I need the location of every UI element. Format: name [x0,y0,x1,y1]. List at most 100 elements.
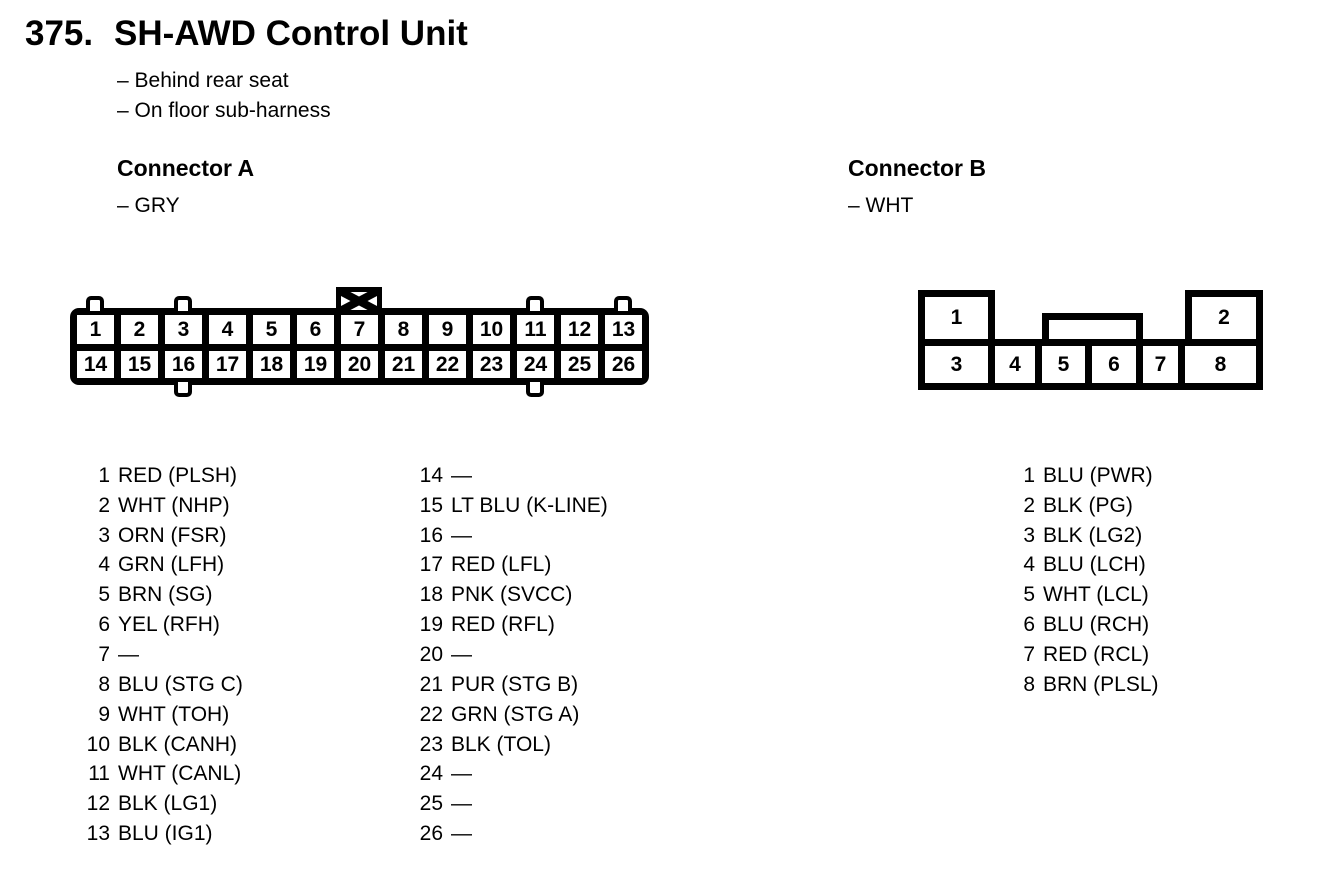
pin-label: WHT (NHP) [118,493,230,517]
pin-number: 23 [419,732,443,756]
mounting-tab-icon [526,382,544,397]
connector-a-pin-grid: 1 2 3 4 5 6 7 8 9 10 11 12 13 14 15 16 1… [77,315,642,378]
mounting-tab-icon [526,296,544,311]
pin-label: — [451,523,472,547]
pin-cell: 18 [253,351,290,378]
pin-number: 6 [98,613,110,637]
pin-cell: 3 [925,346,988,383]
pin-label: RED (LFL) [451,553,552,577]
pin-cell: 8 [1185,346,1256,383]
pin-cell: 10 [473,315,510,344]
pin-row: 17 RED (LFL) [405,551,608,581]
pin-number: 7 [1023,642,1035,666]
pin-row: 9 WHT (TOH) [75,700,243,730]
pin-cell: 11 [517,315,554,344]
pin-label: RED (RFL) [451,613,555,637]
pin-row: 24— [405,759,608,789]
pin-label: BLK (LG1) [118,792,218,816]
pin-number: 25 [419,792,443,816]
pin-label: — [451,463,472,487]
pin-row: 3 ORN (FSR) [75,521,243,551]
pin-label: ORN (FSR) [118,523,227,547]
section-number: 375. [25,14,94,53]
pin-cell: 8 [385,315,422,344]
pin-number: 10 [86,732,110,756]
pin-number: 8 [98,672,110,696]
pin-label: BLK (TOL) [451,732,551,756]
connector-b-color-note: – WHT [848,194,914,217]
pin-label: WHT (CANL) [118,762,242,786]
pin-label: RED (PLSH) [118,463,238,487]
pin-label: WHT (TOH) [118,702,230,726]
pin-number: 3 [1023,523,1035,547]
pin-row: 25 — [405,789,608,819]
pin-number: 22 [419,702,443,726]
pin-cell: 1 [918,290,995,346]
pin-label: WHT (LCL) [1043,583,1149,607]
pin-cell: 13 [605,315,642,344]
pin-label: GRN (STG A) [451,702,580,726]
pin-label: BLK (LG2) [1043,523,1143,547]
mounting-tab-icon [86,296,104,311]
pin-number: 18 [419,583,443,607]
pin-row: 20— [405,640,608,670]
pin-number: 5 [1023,583,1035,607]
pin-label: PUR (STG B) [451,672,579,696]
pin-row: 26— [405,819,608,849]
pin-label: BLK (PG) [1043,493,1133,517]
pin-number: 21 [419,672,443,696]
pin-label: — [118,642,139,666]
pin-cell: 16 [165,351,202,378]
pin-cell: 14 [77,351,114,378]
pin-number: 17 [419,553,443,577]
pin-cell: 7 [1143,346,1178,383]
pin-row: 21 PUR (STG B) [405,670,608,700]
pin-cell: 3 [165,315,202,344]
pin-row: 7— [75,640,243,670]
pin-cell: 17 [209,351,246,378]
pin-number: 19 [419,613,443,637]
location-note: – Behind rear seat [117,69,289,92]
pin-row: 3 BLK (LG2) [1000,521,1159,551]
pin-row: 2 BLK (PG) [1000,491,1159,521]
pin-row: 19 RED (RFL) [405,610,608,640]
pin-label: LT BLU (K-LINE) [451,493,608,517]
pin-number: 9 [98,702,110,726]
pin-label: BLU (PWR) [1043,463,1153,487]
pin-number: 2 [1023,493,1035,517]
connector-b-heading: Connector B [848,155,986,181]
connector-b-bottom-row: 3 4 5 6 7 8 [918,339,1263,390]
pin-cell: 22 [429,351,466,378]
pin-label: — [451,792,472,816]
connector-a-color-note: – GRY [117,194,180,217]
pin-cell: 2 [121,315,158,344]
pin-label: BLU (RCH) [1043,613,1150,637]
pin-cell: 15 [121,351,158,378]
pin-number: 5 [98,583,110,607]
pin-row: 16— [405,521,608,551]
pin-label: BRN (SG) [118,583,213,607]
pin-row: 22 GRN (STG A) [405,700,608,730]
pin-number: 3 [98,523,110,547]
pin-label: GRN (LFH) [118,553,225,577]
pin-cell: 4 [995,346,1035,383]
connector-b-diagram: 3 4 5 6 7 8 1 2 [918,290,1263,390]
mounting-tab-icon [174,382,192,397]
pin-cell: 23 [473,351,510,378]
pin-cell: 6 [1092,346,1136,383]
pin-number: 7 [98,642,110,666]
pin-label: BLU (IG1) [118,822,213,846]
pin-row: 5 WHT (LCL) [1000,580,1159,610]
pin-number: 26 [419,822,443,846]
pin-label: RED (RCL) [1043,642,1150,666]
